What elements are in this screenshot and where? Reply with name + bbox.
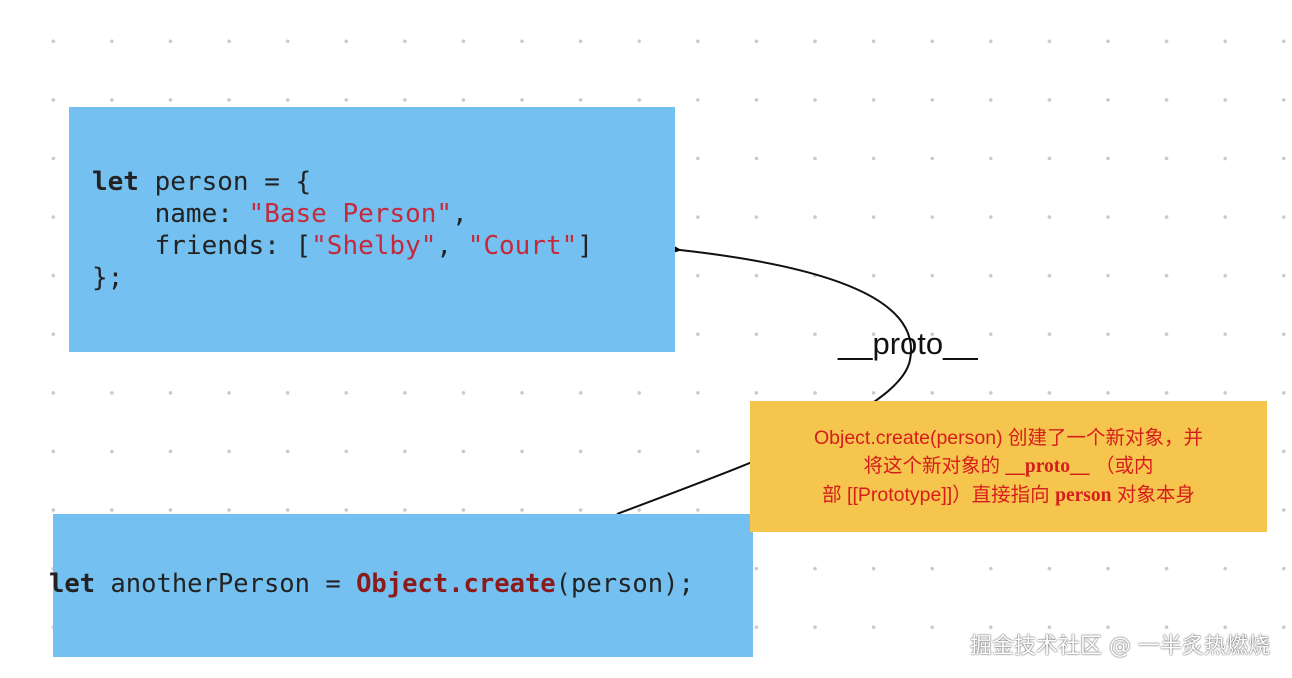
code-line: };	[92, 262, 593, 294]
code-string: "Base Person"	[248, 199, 453, 229]
code-dot: .	[448, 569, 464, 599]
code-text: friends: [	[92, 231, 312, 261]
explanation-note: Object.create(person) 创建了一个新对象，并 将这个新对象的…	[750, 401, 1267, 532]
note-line-2: 将这个新对象的 __proto__ （或内	[814, 452, 1203, 481]
keyword-let: let	[92, 167, 139, 197]
code-text: person = {	[138, 167, 312, 197]
note-text-part: 对象本身	[1111, 483, 1195, 506]
code-line: friends: ["Shelby", "Court"]	[92, 230, 593, 262]
code-line: name: "Base Person",	[92, 198, 593, 230]
code-text: (person);	[555, 569, 694, 599]
code-object: Object	[356, 569, 449, 599]
note-text-bold: person	[1055, 484, 1112, 506]
code-line: let person = {	[92, 166, 593, 198]
note-text-bold: __proto__	[1005, 455, 1090, 477]
code-text: ]	[577, 231, 593, 261]
note-text-part: （或内	[1089, 454, 1154, 477]
code-text: };	[92, 263, 124, 293]
watermark: 掘金技术社区 @ 一半炙热燃烧	[970, 634, 1270, 659]
note-line-1: Object.create(person) 创建了一个新对象，并	[813, 426, 1203, 449]
note-line-3: 部 [[Prototype]]）直接指向 person 对象本身	[814, 481, 1203, 510]
proto-arrow-label: __proto__	[838, 326, 978, 361]
code-string: "Shelby"	[311, 231, 437, 261]
note-text-part: 将这个新对象的	[863, 454, 1006, 477]
code-function: create	[463, 569, 556, 599]
note-text-part: 部 [[Prototype]]）直接指向	[822, 483, 1056, 506]
person-object-box	[69, 107, 675, 352]
code-string: "Court"	[467, 231, 578, 261]
code-text: name:	[92, 199, 249, 229]
person-code-block: let person = { name: "Base Person", frie…	[92, 166, 593, 294]
code-text: ,	[436, 231, 468, 261]
code-text: anotherPerson =	[95, 569, 357, 599]
code-text: ,	[452, 199, 468, 229]
note-text: Object.create(person) 创建了一个新对象，并 将这个新对象的…	[814, 424, 1203, 510]
another-person-box	[53, 514, 753, 657]
keyword-let: let	[49, 569, 96, 599]
another-person-code: let anotherPerson = Object.create(person…	[49, 568, 694, 600]
